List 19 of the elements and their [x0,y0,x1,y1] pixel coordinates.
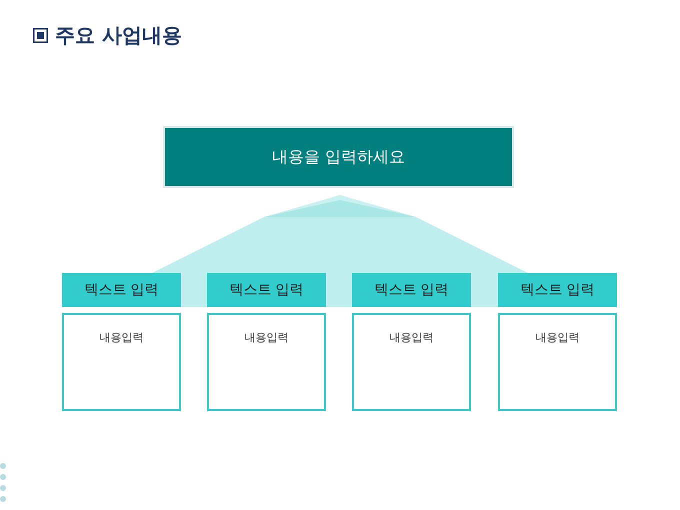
content-box [207,313,326,411]
content-text: 내용입력 [244,330,288,345]
content-text: 내용입력 [390,330,434,345]
content-box [498,313,617,411]
content-text: 내용입력 [100,330,144,345]
heading-text: 내용을 입력하세요 [272,146,406,168]
content-text: 내용입력 [536,330,580,345]
column-header-box [207,273,326,307]
column-header-box [62,273,181,307]
heading-box [163,126,514,188]
content-box [352,313,471,411]
column-header-text: 텍스트 입력 [84,281,159,299]
column-header-text: 텍스트 입력 [374,281,449,299]
column-header-box [498,273,617,307]
column-header-text: 텍스트 입력 [520,281,595,299]
column-header-text: 텍스트 입력 [229,281,304,299]
content-box [62,313,181,411]
column-header-box [352,273,471,307]
page-title: 주요 사업내용 [55,22,182,49]
